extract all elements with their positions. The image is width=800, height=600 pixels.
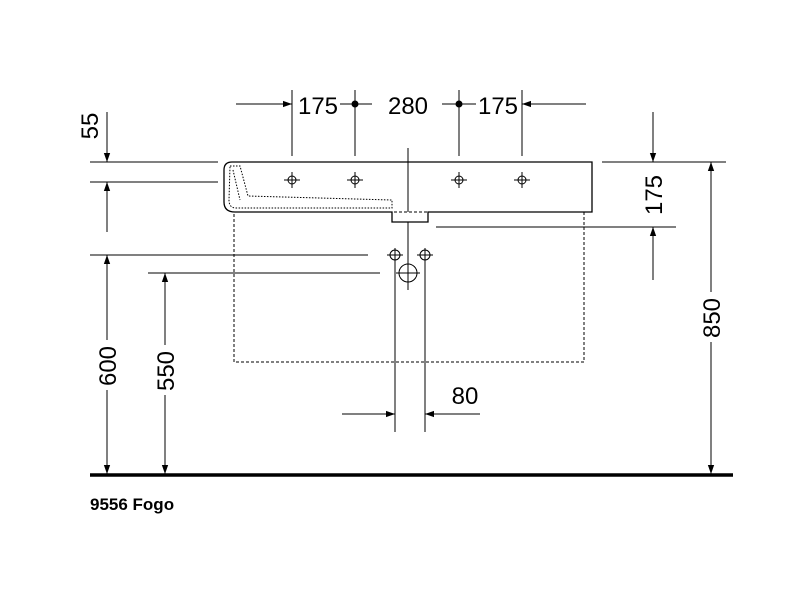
dim-total-height: 850	[699, 298, 726, 338]
drain-height-dimension	[90, 254, 380, 474]
centre-lines	[394, 148, 426, 432]
dim-drain-height: 600	[95, 346, 122, 386]
dim-waste-height: 550	[153, 351, 180, 391]
basin-outline	[223, 161, 593, 223]
tap-holes	[284, 172, 530, 188]
dim-top-middle: 280	[388, 93, 428, 120]
dim-rim-offset: 55	[77, 113, 104, 140]
dim-basin-height: 175	[641, 175, 668, 215]
dim-top-right: 175	[478, 93, 518, 120]
dim-top-left: 175	[298, 93, 338, 120]
dim-waste-width: 80	[452, 383, 479, 410]
drain-symbol	[387, 249, 433, 283]
rim-dimension	[90, 112, 218, 232]
dim-dot	[455, 100, 463, 108]
cabinet-outline	[233, 211, 585, 363]
basin-height-dimension	[436, 112, 726, 280]
dim-dot	[351, 100, 359, 108]
drawing-caption: 9556 Fogo	[90, 495, 174, 514]
